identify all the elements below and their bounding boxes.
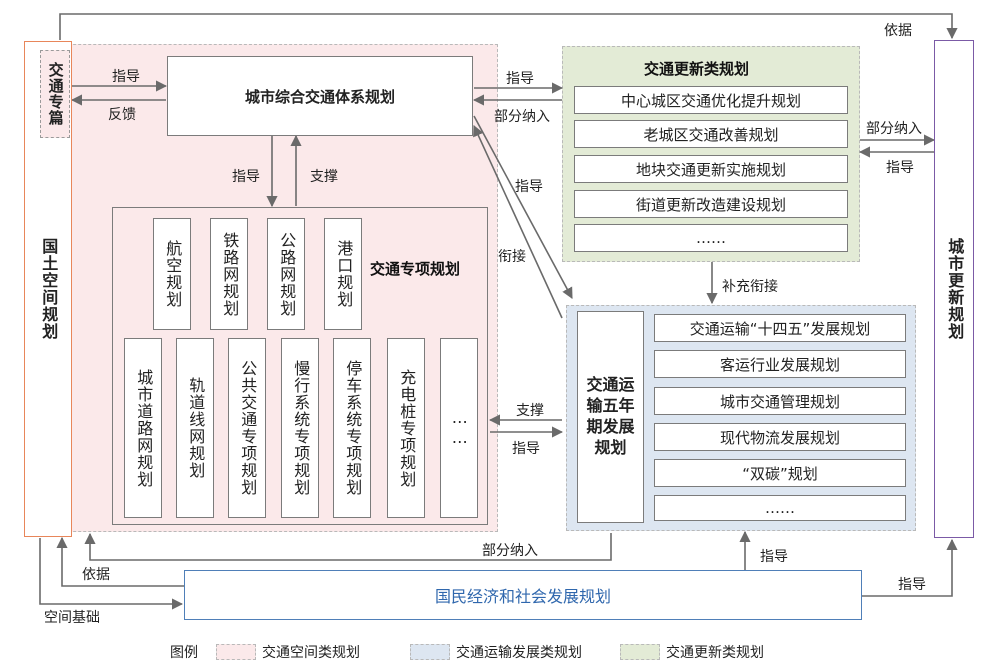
zhuanxiang-bottom-2: 公共交通专项规划: [228, 338, 266, 518]
edge-label-zhidao-zx: 指导: [232, 169, 260, 185]
edge-label-yiju-left: 依据: [82, 567, 110, 583]
zhuanxiang-bottom-1: 轨道线网规划: [176, 338, 214, 518]
wunian-item-5: ……: [654, 495, 906, 521]
zhuanxiang-top-0: 航空规划: [153, 218, 191, 330]
wunian-item-2: 城市交通管理规划: [654, 387, 906, 415]
wunian-node: 交通运输五年期发展规划: [577, 311, 644, 523]
zhuanxiang-bottom-0: 城市道路网规划: [124, 338, 162, 518]
zhuanxiang-frame: [112, 207, 488, 525]
legend-title: 图例: [170, 645, 198, 661]
update-item-4: ……: [574, 224, 848, 252]
zhuanpian-label: 交通专篇: [46, 62, 65, 126]
zhuanpian-node: 交通专篇: [40, 50, 70, 138]
guomin-node: 国民经济和社会发展规划: [184, 570, 862, 620]
zonghe-label: 城市综合交通体系规划: [244, 87, 395, 106]
edge-label-bufen-bottom: 部分纳入: [482, 543, 538, 559]
wunian-label: 交通运输五年期发展规划: [586, 375, 635, 457]
edge-label-kongjian: 空间基础: [44, 610, 100, 626]
gengxin-label: 城市更新规划: [945, 238, 965, 340]
guotu-label: 国土空间规划: [39, 238, 59, 340]
edge-label-bufen-right: 部分纳入: [866, 121, 922, 137]
zhuanxiang-bottom-3: 慢行系统专项规划: [281, 338, 319, 518]
edge-label-zhidao-diag: 指导: [515, 179, 543, 195]
update-item-3: 街道更新改造建设规划: [574, 190, 848, 218]
wunian-item-1: 客运行业发展规划: [654, 350, 906, 378]
edge-zhidao-br: [862, 538, 958, 597]
wunian-item-3: 现代物流发展规划: [654, 423, 906, 451]
wunian-item-0: 交通运输“十四五”发展规划: [654, 314, 906, 342]
edge-label-zhidao-br: 指导: [898, 577, 926, 593]
legend-label-space: 交通空间类规划: [262, 645, 360, 661]
edge-yiju-left: [56, 536, 184, 587]
edge-jiejie-diag: [473, 124, 563, 319]
edge-yiju-top: [59, 13, 958, 40]
edge-kongjian: [39, 538, 184, 610]
wunian-item-4: “双碳”规划: [654, 459, 906, 487]
legend-label-trans: 交通运输发展类规划: [456, 645, 582, 661]
edge-label-bufen-upd: 部分纳入: [494, 109, 550, 125]
update-item-0: 中心城区交通优化提升规划: [574, 86, 848, 114]
update-item-2: 地块交通更新实施规划: [574, 155, 848, 183]
edge-label-zhidao-upd: 指导: [506, 71, 534, 87]
legend-swatch-space: [216, 644, 256, 660]
edge-bufen-bottom: [84, 532, 612, 561]
edge-label-buchong: 补充衔接: [722, 279, 778, 295]
edge-label-zhidao-zp: 指导: [112, 69, 140, 85]
edge-zhidao-diag: [473, 115, 573, 299]
zhuanxiang-title: 交通专项规划: [370, 260, 461, 278]
edge-label-zhicheng-zx: 支撑: [310, 169, 338, 185]
legend-swatch-update: [620, 644, 660, 660]
edge-label-fankui: 反馈: [108, 107, 136, 123]
update-title: 交通更新类规划: [644, 60, 750, 78]
update-item-1: 老城区交通改善规划: [574, 120, 848, 148]
zhuanxiang-top-2: 公路网规划: [267, 218, 305, 330]
edge-label-yiju-top: 依据: [884, 23, 912, 39]
zhuanxiang-top-1: 铁路网规划: [210, 218, 248, 330]
edge-label-zhicheng-mid: 支撑: [516, 403, 544, 419]
edge-label-jiejie-diag: 衔接: [498, 249, 526, 265]
edge-label-zhidao-mid: 指导: [512, 441, 540, 457]
zhuanxiang-bottom-4: 停车系统专项规划: [333, 338, 371, 518]
edge-label-zhidao-right: 指导: [886, 160, 914, 176]
legend-swatch-trans: [410, 644, 450, 660]
guomin-label: 国民经济和社会发展规划: [434, 587, 611, 606]
zonghe-node: 城市综合交通体系规划: [167, 56, 473, 136]
legend-label-update: 交通更新类规划: [666, 645, 764, 661]
zhuanxiang-bottom-6: ……: [440, 338, 478, 518]
edge-label-zhidao-up: 指导: [760, 549, 788, 565]
zhuanxiang-top-3: 港口规划: [324, 218, 362, 330]
gengxin-node: 城市更新规划: [934, 40, 974, 538]
zhuanxiang-bottom-5: 充电桩专项规划: [387, 338, 425, 518]
